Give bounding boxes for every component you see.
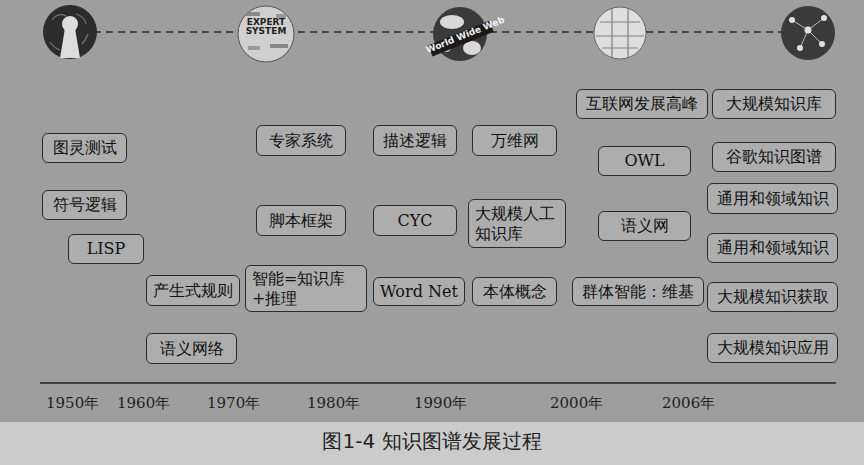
timeline-box: 脚本框架	[256, 205, 346, 236]
timeline-box: 通用和领域知识	[707, 233, 838, 263]
year-label: 1980年	[307, 394, 360, 413]
box-text: 大规模人工知识库	[475, 204, 559, 242]
box-text: 智能=知识库+推理	[252, 269, 360, 307]
timeline-box: 通用和领域知识	[707, 183, 838, 214]
box-text: LISP	[87, 239, 126, 258]
timeline-box: 语义网	[598, 211, 691, 241]
wikipedia-icon	[594, 7, 646, 59]
timeline-box: OWL	[598, 146, 691, 176]
box-text: 大规模知识获取	[717, 287, 829, 306]
box-text: 通用和领域知识	[717, 238, 829, 257]
timeline-box: 万维网	[472, 125, 557, 156]
box-text: 脚本框架	[269, 211, 333, 230]
year-label: 2006年	[662, 394, 715, 413]
time-axis	[40, 382, 836, 384]
turing-icon	[43, 5, 97, 59]
box-text: 专家系统	[269, 131, 333, 150]
year-label: 1990年	[414, 394, 467, 413]
box-text: CYC	[398, 211, 433, 230]
box-text: 通用和领域知识	[717, 189, 829, 208]
box-text: 万维网	[491, 131, 539, 150]
year-label: 2000年	[550, 394, 603, 413]
timeline-box: 互联网发展高峰	[576, 89, 708, 119]
box-text: 大规模知识应用	[717, 338, 829, 357]
year-label: 1950年	[46, 394, 99, 413]
box-text: 互联网发展高峰	[586, 94, 698, 113]
expert-system-icon	[238, 6, 294, 62]
knowledge-graph-icon	[781, 6, 835, 60]
timeline-box: 大规模人工知识库	[468, 199, 566, 248]
box-text: 描述逻辑	[383, 131, 447, 150]
timeline-box: CYC	[373, 205, 457, 236]
box-text: 大规模知识库	[726, 94, 822, 113]
box-text: 图灵测试	[53, 138, 117, 157]
timeline-box: 描述逻辑	[373, 125, 457, 156]
timeline-box: 谷歌知识图谱	[712, 142, 836, 172]
timeline-box: 智能=知识库+推理	[245, 265, 367, 312]
box-text: OWL	[624, 151, 664, 170]
timeline-box: LISP	[68, 234, 144, 264]
box-text: 群体智能：维基	[582, 282, 694, 301]
figure-caption: 图1-4 知识图谱发展过程	[0, 428, 864, 455]
box-text: Word Net	[380, 282, 458, 301]
box-text: 符号逻辑	[53, 195, 117, 214]
year-label: 1970年	[207, 394, 260, 413]
box-text: 产生式规则	[153, 281, 233, 300]
year-label: 1960年	[117, 394, 170, 413]
box-text: 语义网络	[160, 339, 224, 358]
timeline-box: Word Net	[373, 277, 465, 306]
box-text: 语义网	[621, 216, 669, 235]
timeline-box: 产生式规则	[146, 275, 240, 306]
box-text: 本体概念	[483, 282, 547, 301]
timeline-box: 大规模知识获取	[707, 282, 838, 312]
box-text: 谷歌知识图谱	[726, 147, 822, 166]
timeline-box: 大规模知识库	[712, 89, 836, 119]
timeline-box: 图灵测试	[42, 133, 127, 163]
timeline-box: 专家系统	[256, 125, 346, 156]
timeline-box: 大规模知识应用	[707, 333, 838, 363]
timeline-box: 本体概念	[472, 277, 557, 306]
caption-band	[0, 422, 864, 465]
icon-text: EXPERT SYSTEM	[238, 18, 294, 37]
timeline-box: 语义网络	[146, 333, 237, 364]
timeline-box: 符号逻辑	[42, 190, 127, 220]
timeline-box: 群体智能：维基	[572, 277, 704, 306]
